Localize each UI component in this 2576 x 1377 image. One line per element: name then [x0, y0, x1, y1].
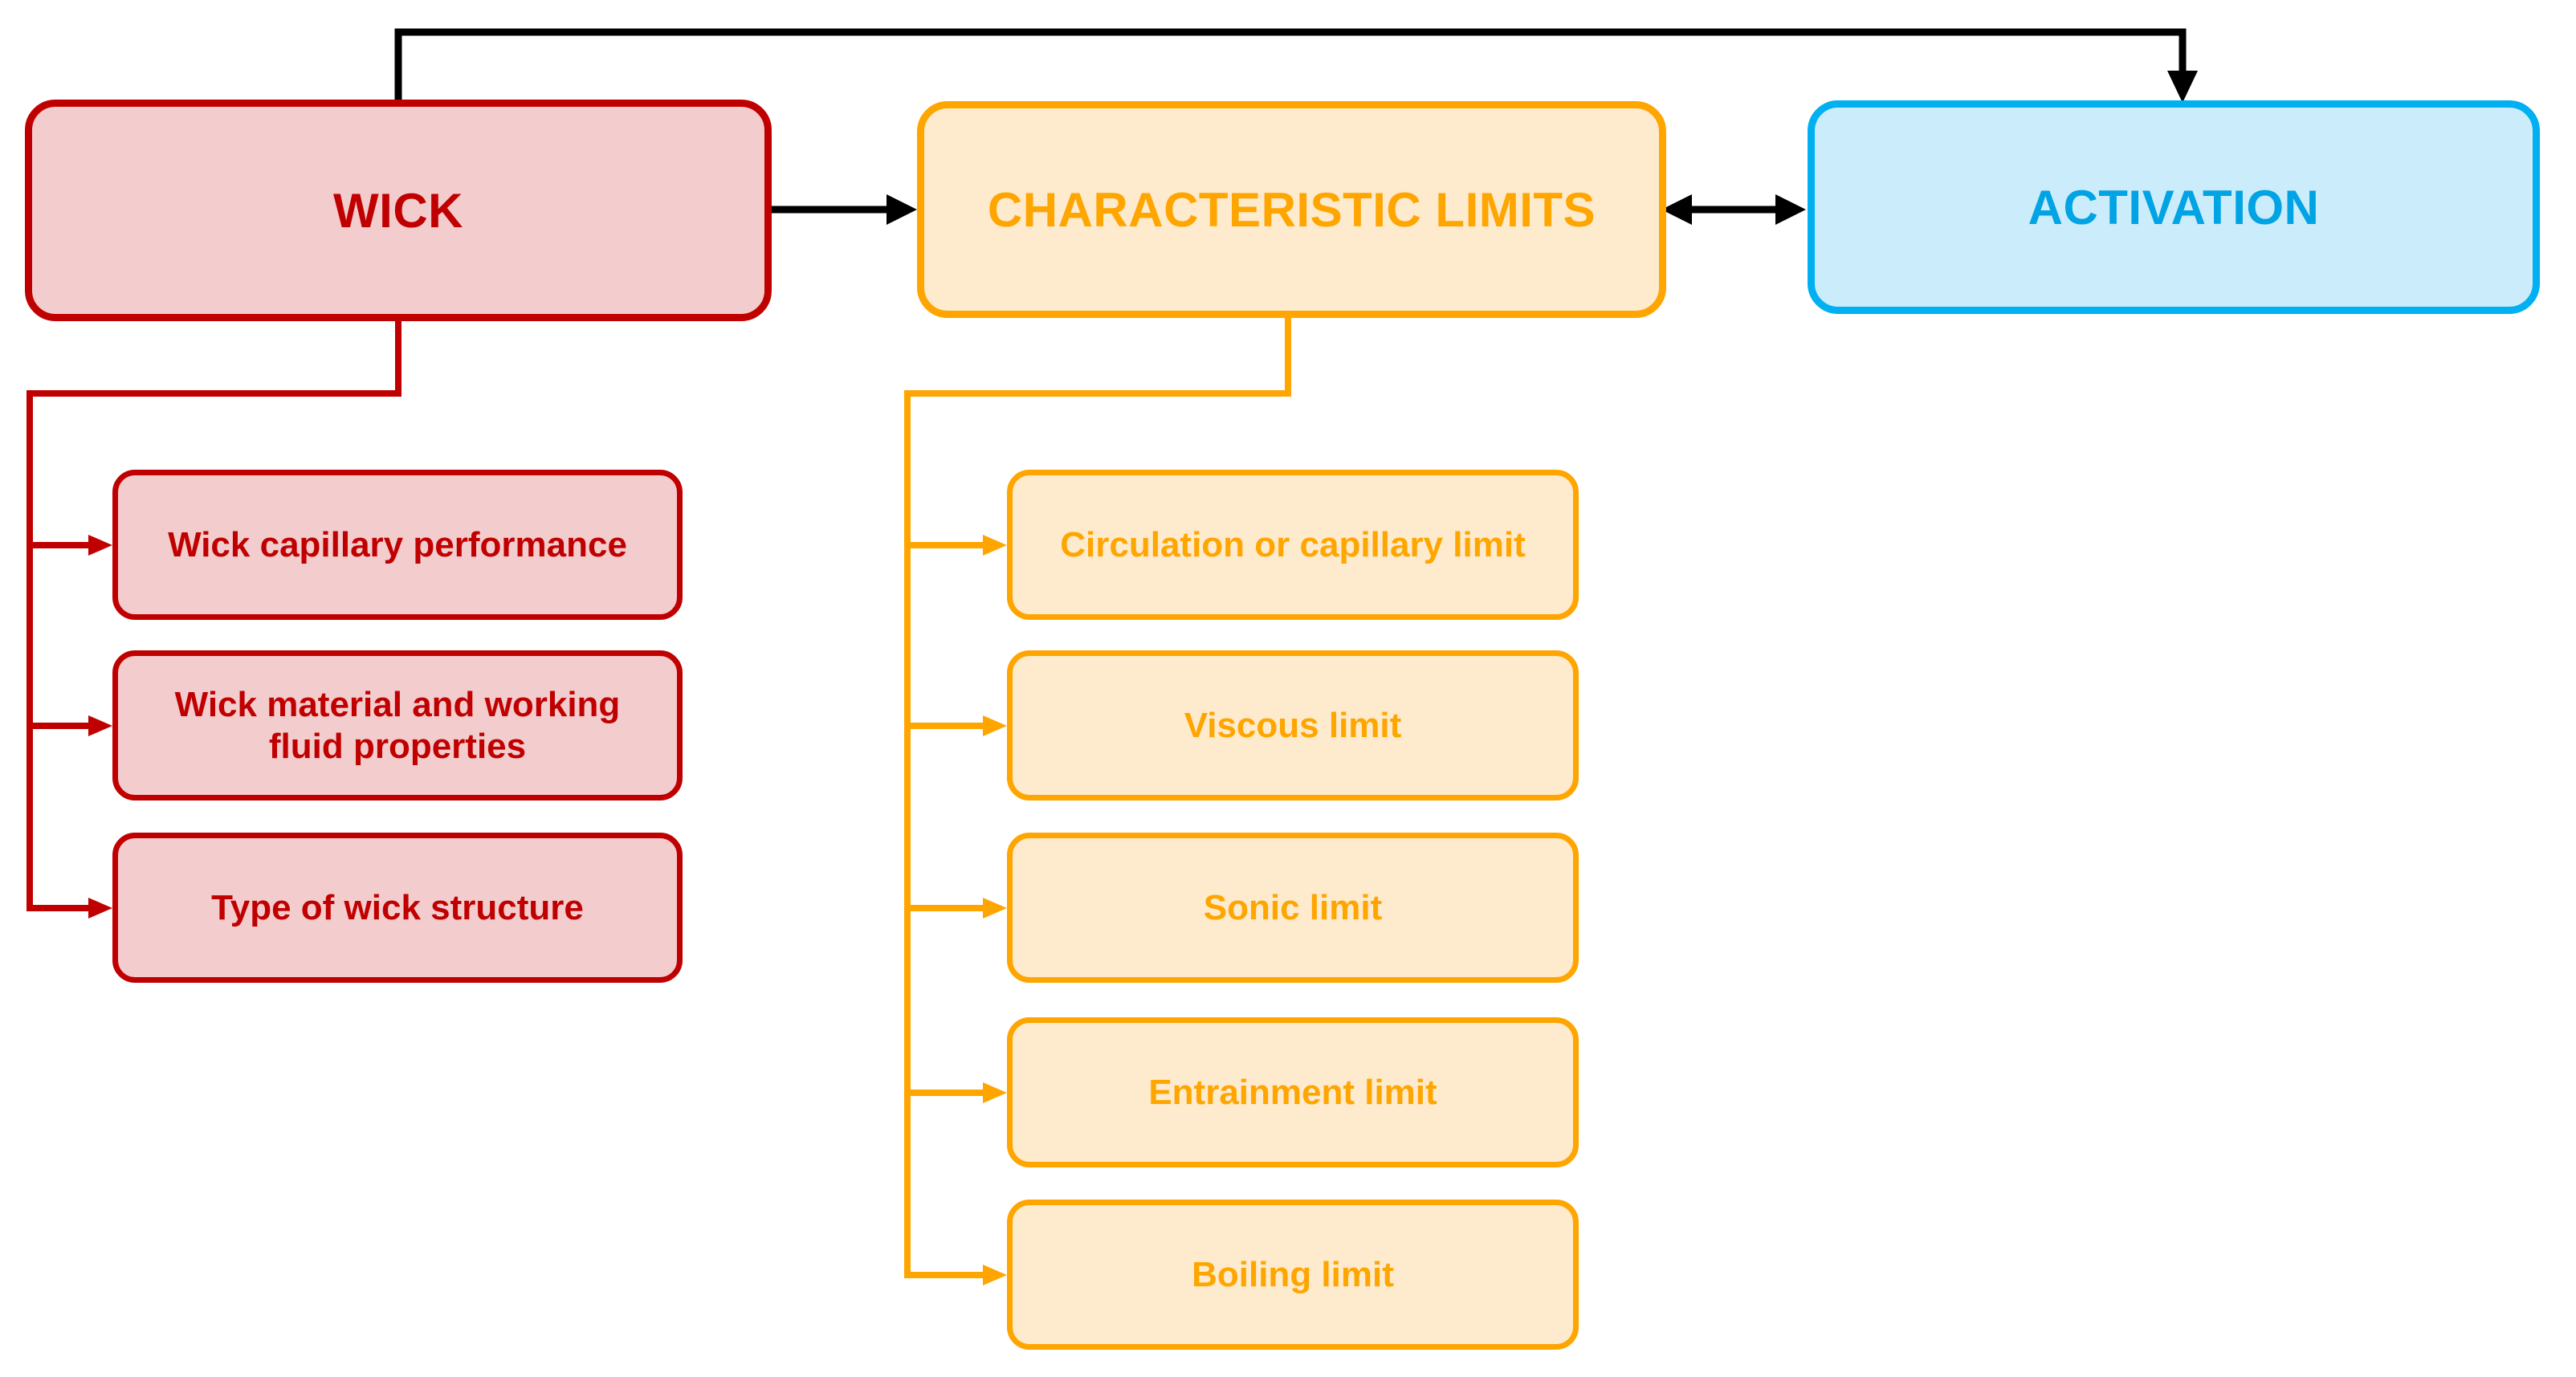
node-entrainment-limit: Entrainment limit [1007, 1017, 1579, 1167]
node-type-of-wick-structure: Type of wick structure [112, 833, 683, 983]
connector-limits-children [904, 316, 1291, 1285]
arrowhead-limit-child-2 [983, 715, 1007, 736]
connector-wick-to-activation-line [394, 28, 2187, 100]
node-wick-capillary-performance-label: Wick capillary performance [168, 524, 627, 564]
connector-limits-activation-bidirectional [1661, 194, 1806, 225]
node-wick-material-working-fluid-label: Wick material and working fluid properti… [174, 685, 621, 766]
node-boiling-limit: Boiling limit [1007, 1200, 1579, 1350]
node-wick-material-working-fluid: Wick material and working fluid properti… [112, 650, 683, 801]
node-viscous-limit-label: Viscous limit [1184, 705, 1402, 745]
connector-wick-to-limits [772, 194, 917, 225]
arrowhead-right-limits [887, 194, 917, 225]
node-wick-label: WICK [333, 183, 463, 238]
arrowhead-limit-child-3 [983, 898, 1007, 919]
arrowhead-limit-child-1 [983, 535, 1007, 556]
node-characteristic-limits-label: CHARACTERISTIC LIMITS [987, 182, 1596, 237]
node-circulation-or-capillary-limit-label: Circulation or capillary limit [1060, 524, 1526, 564]
node-sonic-limit-label: Sonic limit [1203, 887, 1383, 927]
node-type-of-wick-structure-label: Type of wick structure [211, 887, 584, 927]
arrowhead-wick-child-3 [88, 898, 112, 919]
arrowhead-left-limits [1661, 194, 1692, 225]
node-circulation-or-capillary-limit: Circulation or capillary limit [1007, 470, 1579, 620]
node-entrainment-limit-label: Entrainment limit [1148, 1072, 1437, 1112]
arrowhead-limit-child-5 [983, 1265, 1007, 1285]
connector-wick-trunk [26, 320, 401, 911]
connector-wick-to-activation [394, 28, 2198, 103]
connector-wick-children [26, 320, 401, 919]
node-boiling-limit-label: Boiling limit [1192, 1254, 1394, 1294]
arrowhead-wick-child-1 [88, 535, 112, 556]
node-wick-capillary-performance: Wick capillary performance [112, 470, 683, 620]
node-activation: ACTIVATION [1808, 100, 2540, 314]
node-sonic-limit: Sonic limit [1007, 833, 1579, 983]
node-viscous-limit: Viscous limit [1007, 650, 1579, 801]
arrowhead-limit-child-4 [983, 1082, 1007, 1103]
connector-limits-trunk [904, 316, 1291, 1278]
arrowhead-right-activation [1775, 194, 1806, 225]
arrowhead-down-activation [2167, 71, 2198, 103]
node-activation-label: ACTIVATION [2028, 180, 2320, 234]
arrowhead-wick-child-2 [88, 715, 112, 736]
node-characteristic-limits: CHARACTERISTIC LIMITS [917, 101, 1666, 318]
node-wick: WICK [25, 100, 772, 321]
